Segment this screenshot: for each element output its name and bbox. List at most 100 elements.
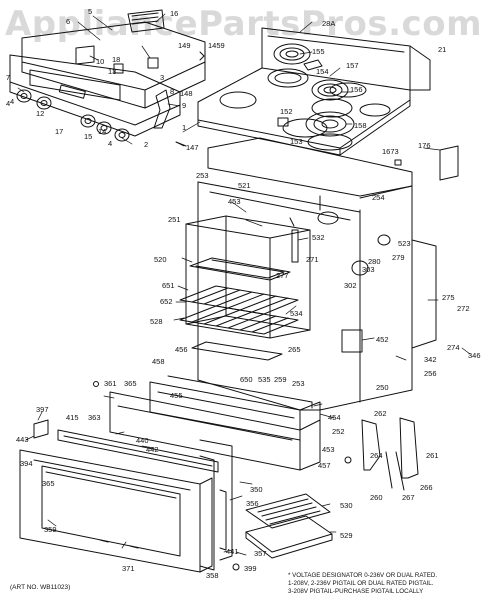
callout-label: 1673: [382, 147, 399, 156]
control-knobs: [17, 90, 129, 141]
callout-label: 4: [108, 139, 113, 148]
callout-label: 251: [168, 215, 181, 224]
callout-label: 154: [316, 67, 329, 76]
callout-label: 359: [44, 525, 57, 534]
callout-label: 457: [318, 461, 331, 470]
callout-label: 250: [376, 383, 389, 392]
callout-label: 441: [226, 547, 239, 556]
callout-label: 521: [238, 181, 251, 190]
callout-label: 21: [438, 45, 447, 54]
callout-label: 152: [280, 107, 293, 116]
callout-label: 440: [136, 436, 149, 445]
callout-label: 157: [346, 61, 359, 70]
callout-label: 365: [42, 479, 55, 488]
callout-label: 3: [160, 73, 165, 82]
callout-label: 253: [196, 171, 209, 180]
callout-label: 303: [362, 265, 375, 274]
side-trim: [34, 382, 239, 571]
callout-label: 458: [152, 357, 165, 366]
control-panel: [10, 10, 205, 136]
callout-label: 650: [240, 375, 253, 384]
callout-label: 28A: [322, 19, 336, 28]
callout-label: 15: [84, 132, 93, 141]
callout-label: 453: [228, 197, 241, 206]
callout-label: 280: [368, 257, 381, 266]
oven-cabinet: [198, 138, 436, 410]
callout-label: 358: [206, 571, 219, 580]
callout-label: 265: [288, 345, 301, 354]
callout-label: 18: [112, 55, 121, 64]
voltage-note-line-2: 1-208V, 2-236V PIGTAIL OR DUAL RATED PIG…: [288, 579, 434, 587]
callout-label: 357: [254, 549, 267, 558]
callout-label: 271: [306, 255, 319, 264]
cooktop: [198, 28, 430, 155]
callout-label: 452: [376, 335, 389, 344]
callout-label: 260: [370, 493, 383, 502]
callout-label: 262: [374, 409, 387, 418]
callout-label: 456: [175, 345, 188, 354]
callout-label: 346: [468, 351, 481, 360]
callout-label: 442: [146, 445, 159, 454]
callout-label: 7: [6, 73, 11, 82]
oven-elements: [190, 258, 290, 360]
oven-door: [20, 430, 232, 572]
callout-label: 147: [186, 143, 199, 152]
callout-label: 277: [276, 271, 289, 280]
callout-label: 12: [36, 109, 45, 118]
callout-label: 155: [312, 47, 325, 56]
callout-label: 254: [372, 193, 385, 202]
callout-label: 365: [124, 379, 137, 388]
callout-label: 264: [370, 451, 383, 460]
callout-label: 534: [290, 309, 303, 318]
callout-label: 453: [322, 445, 335, 454]
callout-label: 149: [178, 41, 191, 50]
hardware: [176, 52, 458, 180]
callout-label: 6: [66, 17, 71, 26]
art-number: (ART NO. WB11023): [10, 584, 71, 591]
surface-elements: [268, 44, 354, 150]
drawer-and-panel: [110, 376, 320, 470]
callout-label: 256: [424, 369, 437, 378]
callout-label: 371: [122, 564, 135, 573]
callout-label: 261: [426, 451, 439, 460]
callout-label: 17: [55, 127, 64, 136]
voltage-note-line-1: * VOLTAGE DESIGNATOR 0-236V OR DUAL RATE…: [288, 572, 438, 579]
callout-label: 14: [98, 127, 107, 136]
broiler-pan: [246, 494, 332, 558]
callout-label: 5: [88, 7, 93, 16]
callout-label: 652: [160, 297, 173, 306]
callout-label: 532: [312, 233, 325, 242]
callout-label: 363: [88, 413, 101, 422]
oven-liner: [186, 216, 310, 338]
callout-label: 455: [170, 391, 183, 400]
callout-label: 530: [340, 501, 353, 510]
callout-label: 272: [457, 304, 470, 313]
callout-label: 156: [350, 85, 363, 94]
callout-label: 529: [340, 531, 353, 540]
callout-label: 4: [10, 97, 15, 106]
callout-label: 8: [170, 87, 175, 96]
callout-label: 443: [16, 435, 29, 444]
callout-label: 302: [344, 281, 357, 290]
callout-label: 148: [180, 89, 193, 98]
callout-label: 397: [36, 405, 49, 414]
callout-label: 520: [154, 255, 167, 264]
callout-label: 253: [292, 379, 305, 388]
callout-label: 1459: [208, 41, 225, 50]
voltage-note: * VOLTAGE DESIGNATOR 0-236V OR DUAL RATE…: [288, 572, 437, 595]
callout-label: 158: [354, 121, 367, 130]
callout-label: 523: [398, 239, 411, 248]
callout-label: 9: [182, 101, 187, 110]
callout-label: 259: [274, 375, 287, 384]
callout-label: 535: [258, 375, 271, 384]
callout-label: 394: [20, 459, 33, 468]
watermark: AppliancePartsPros.com: [4, 4, 482, 44]
callout-label: 176: [418, 141, 431, 150]
oven-racks: [180, 286, 298, 334]
callout-label: 415: [66, 413, 79, 422]
callout-label: 16: [170, 9, 179, 18]
callout-label: 252: [332, 427, 345, 436]
leader-lines: [18, 14, 470, 555]
callout-label: 2: [144, 140, 149, 149]
